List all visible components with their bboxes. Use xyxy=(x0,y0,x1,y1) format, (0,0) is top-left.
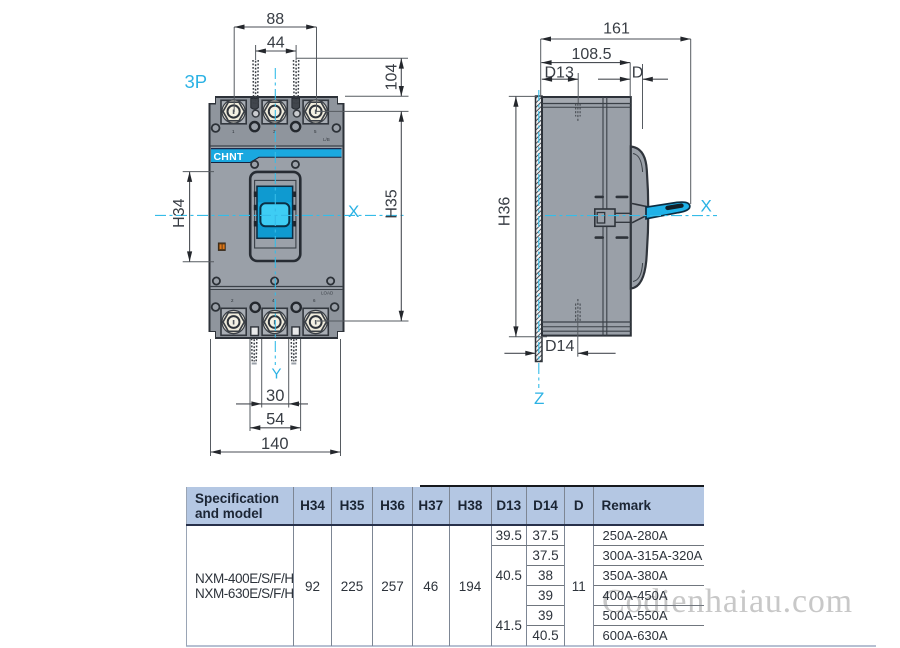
svg-text:108.5: 108.5 xyxy=(571,46,611,63)
svg-text:Z: Z xyxy=(534,389,544,408)
svg-text:H35: H35 xyxy=(384,189,401,218)
svg-text:3: 3 xyxy=(273,129,276,134)
svg-text:D14: D14 xyxy=(545,338,574,355)
svg-text:88: 88 xyxy=(266,11,284,28)
svg-text:X: X xyxy=(701,197,712,216)
svg-text:3P: 3P xyxy=(185,71,208,92)
svg-text:5: 5 xyxy=(314,129,317,134)
svg-text:4: 4 xyxy=(272,298,275,303)
svg-text:L/B: L/B xyxy=(323,137,330,142)
svg-text:30: 30 xyxy=(266,387,284,405)
svg-text:H36: H36 xyxy=(497,197,514,226)
svg-text:D13: D13 xyxy=(545,65,574,82)
svg-text:CHNT: CHNT xyxy=(214,151,244,163)
svg-text:6: 6 xyxy=(313,298,316,303)
svg-text:Y: Y xyxy=(272,366,282,383)
svg-text:LOAD: LOAD xyxy=(321,291,334,296)
svg-text:2: 2 xyxy=(231,298,234,303)
svg-text:D: D xyxy=(632,65,644,82)
svg-text:140: 140 xyxy=(261,435,289,453)
svg-text:44: 44 xyxy=(267,35,285,52)
svg-text:161: 161 xyxy=(603,21,630,38)
svg-text:X: X xyxy=(348,202,359,221)
svg-text:H34: H34 xyxy=(171,198,188,227)
svg-text:104: 104 xyxy=(384,64,401,91)
svg-text:54: 54 xyxy=(266,411,284,429)
svg-text:1: 1 xyxy=(232,129,235,134)
